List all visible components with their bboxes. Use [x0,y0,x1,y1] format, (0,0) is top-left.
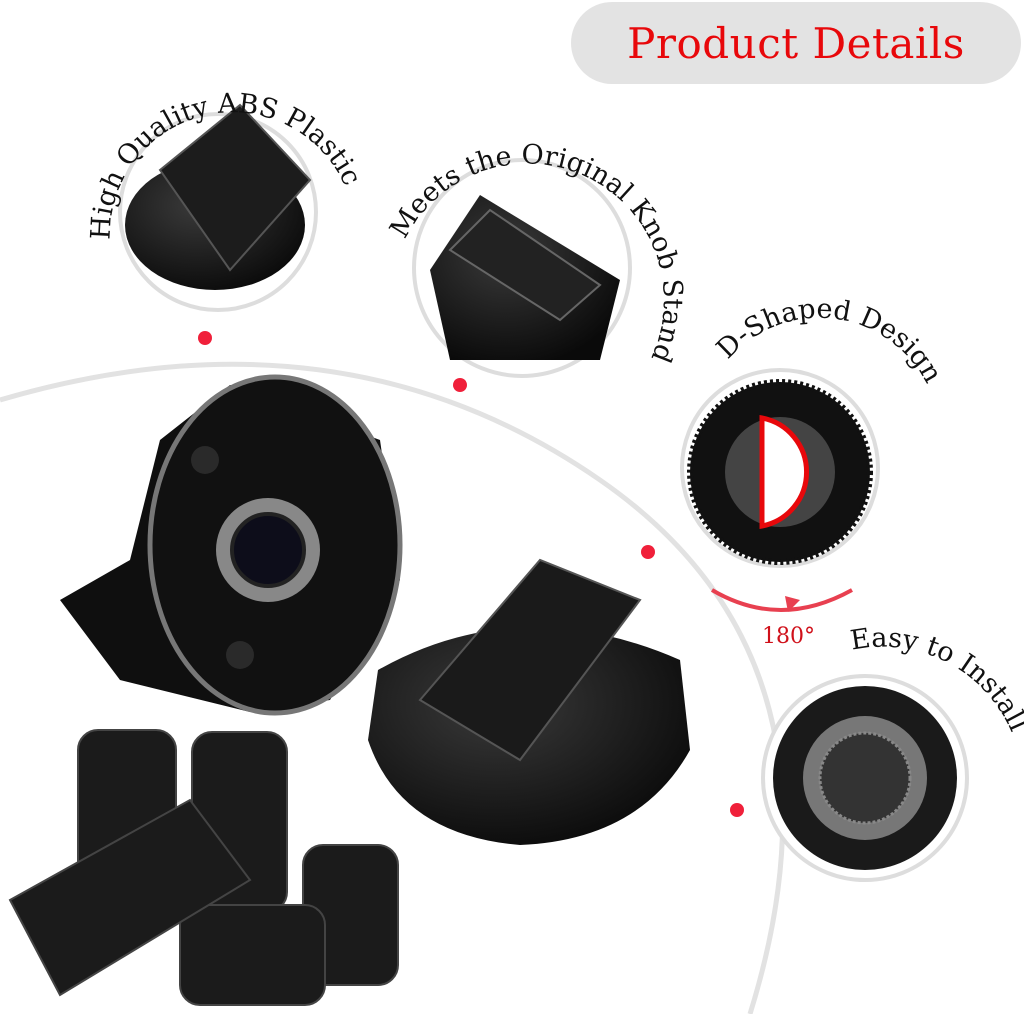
knob-back-view [60,374,403,716]
rotation-label: 180° [762,624,815,649]
detail-original-standard [412,158,632,378]
rotation-arrow [710,588,853,612]
title-badge: Product Details [571,2,1021,84]
detail-easy-install [761,674,969,882]
detail-d-shape [680,368,880,568]
detail-abs-plastic [118,103,318,312]
knob-front-view [368,558,690,845]
adapter-sleeves [8,729,399,1006]
connector-dots [198,331,744,817]
page-title: Product Details [627,18,965,68]
